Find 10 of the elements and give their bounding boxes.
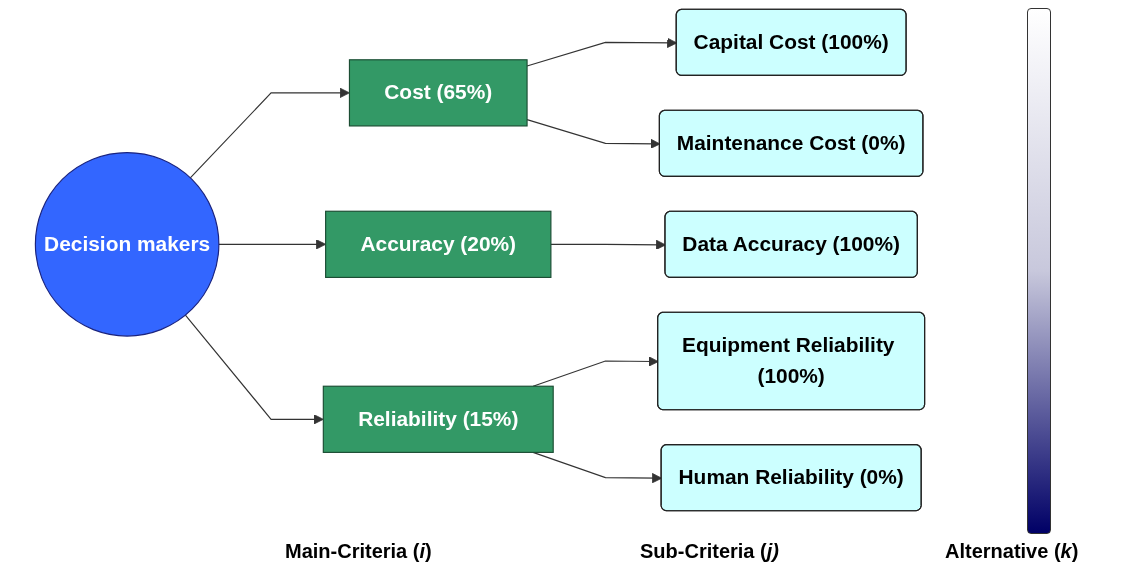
column-heading: Alternative (k) xyxy=(945,540,1079,563)
node-box: Cost (65%) xyxy=(348,59,528,127)
gradient-bar xyxy=(1027,8,1051,534)
column-heading: Sub-Criteria (j) xyxy=(640,540,779,563)
node-circle: Decision makers xyxy=(34,152,220,337)
column-heading: Main-Criteria (i) xyxy=(285,540,432,563)
arrow xyxy=(184,314,324,425)
arrow xyxy=(189,87,350,179)
node-box: Accuracy (20%) xyxy=(325,210,552,278)
node-box: Reliability (15%) xyxy=(322,385,554,453)
